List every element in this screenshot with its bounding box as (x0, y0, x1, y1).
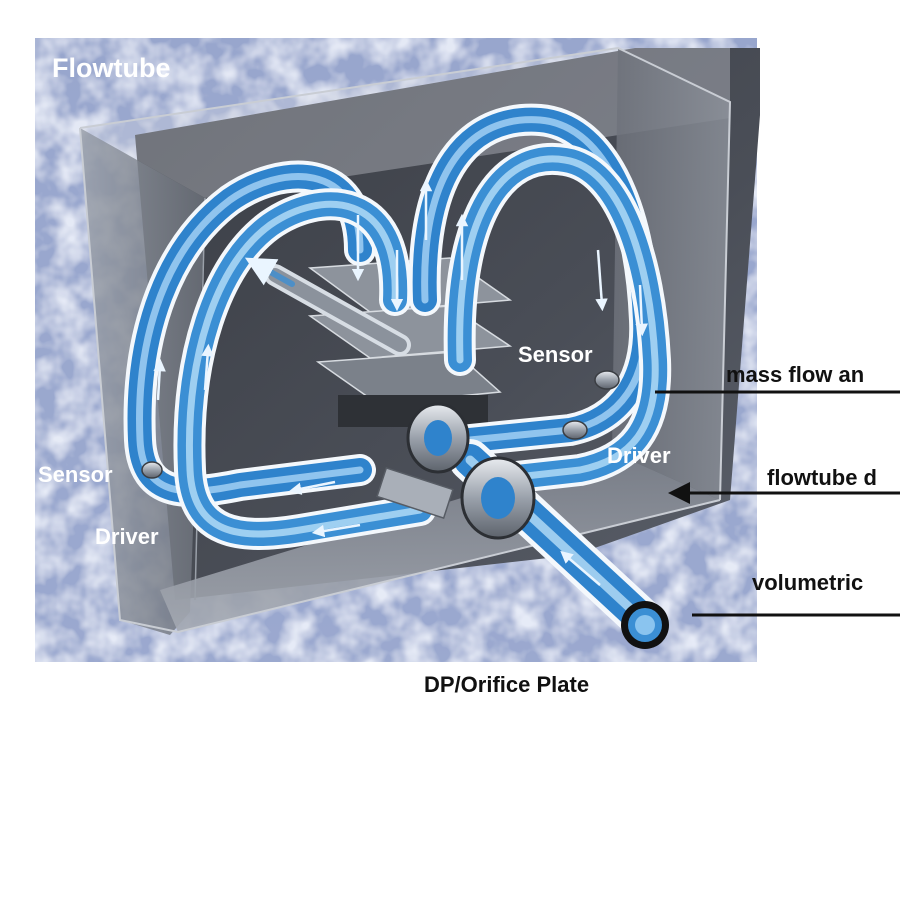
flow-tubes (123, 103, 672, 643)
callout-lines (655, 390, 900, 617)
callout-flowtube: flowtube d (767, 465, 877, 490)
label-driver-left: Driver (95, 524, 159, 549)
callout-mass-flow: mass flow an (726, 362, 864, 387)
callout-volumetric: volumetric (752, 570, 863, 595)
manifold (376, 402, 536, 540)
label-sensor-right: Sensor (518, 342, 593, 367)
driver-right-coil (562, 420, 588, 440)
orifice-plate-ring (621, 601, 669, 649)
sensor-left-coil (141, 461, 163, 479)
label-orifice-plate: DP/Orifice Plate (424, 672, 589, 697)
sensor-right-coil (594, 370, 620, 390)
callout-arrowhead (668, 482, 690, 504)
label-sensor-left: Sensor (38, 462, 113, 487)
flow-arrows (153, 178, 648, 586)
label-driver-right: Driver (607, 443, 671, 468)
diagram-title: Flowtube (52, 53, 170, 83)
sensor-driver-components (141, 370, 620, 479)
